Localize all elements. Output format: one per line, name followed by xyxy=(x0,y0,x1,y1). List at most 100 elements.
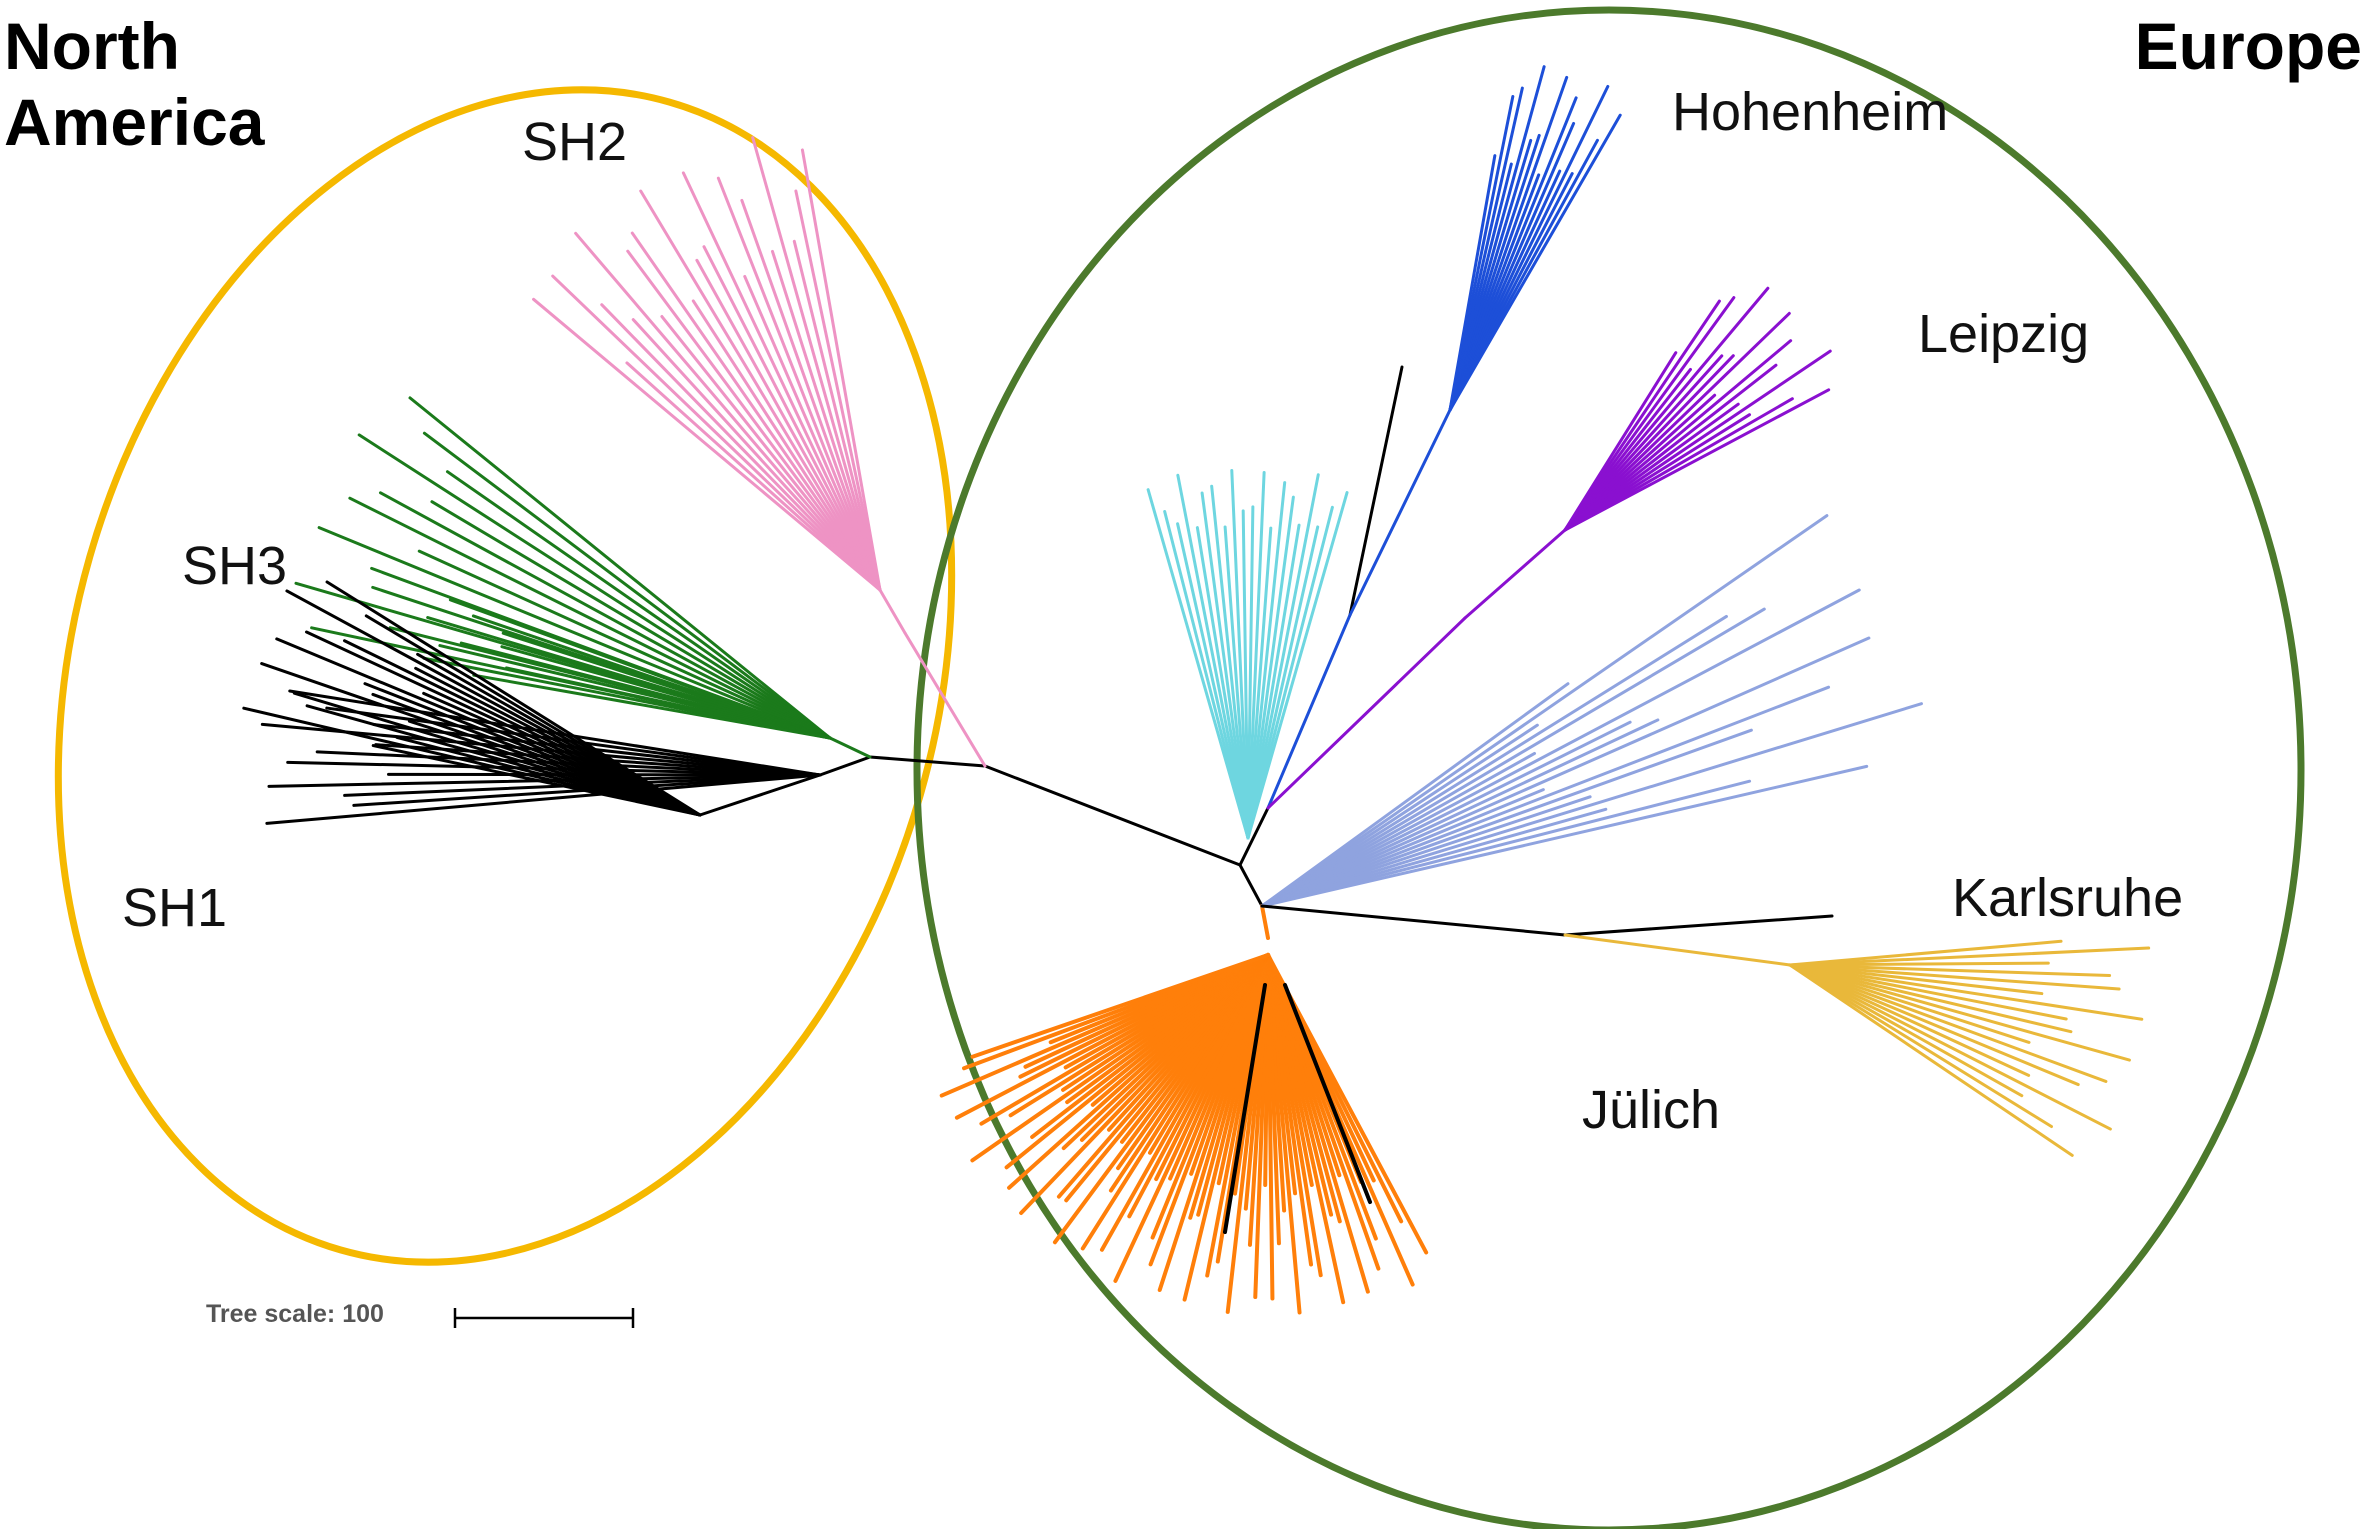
sh2-leaf-branch xyxy=(625,361,882,592)
backbone-branch xyxy=(1238,806,1270,867)
sh1-leaf-branch xyxy=(260,662,702,817)
clade-label-sh3: SH3 xyxy=(182,536,288,596)
unlabeled_cyan-leaf-branch xyxy=(1246,481,1287,840)
unlabeled_periwinkle-leaf-branch xyxy=(1260,720,1632,908)
tree-scale-label: Tree scale: 100 xyxy=(206,1300,384,1328)
clade-label-sh1: SH1 xyxy=(122,878,228,938)
tree-branches xyxy=(242,65,2151,1315)
sh3-leaf-branch xyxy=(408,396,832,740)
unlabeled_cyan-leaf-branch xyxy=(1195,526,1250,840)
sh3-leaf-branch xyxy=(357,433,832,740)
unlabeled_periwinkle-leaf-branch xyxy=(1260,685,1831,908)
sh2-leaf-branch xyxy=(660,315,882,592)
karlsruhe-leaf-branch xyxy=(1788,963,2044,996)
karlsruhe-leaf-branch xyxy=(1788,963,2053,1129)
unlabeled_periwinkle-leaf-branch xyxy=(1260,682,1570,908)
sh3-leaf-branch xyxy=(422,431,832,740)
hohenheim-leaf-branch xyxy=(1448,154,1497,412)
clade-label-karlsruhe: Karlsruhe xyxy=(1952,868,2184,928)
sh2-leaf-branch xyxy=(551,274,882,592)
clade-label-hohenheim: Hohenheim xyxy=(1672,82,1949,142)
karlsruhe-leaf-branch xyxy=(1788,963,2080,1087)
sh2-leaf-branch xyxy=(626,249,882,592)
sh2-leaf-branch xyxy=(794,189,882,592)
black-leaf-branch xyxy=(1563,914,1834,937)
hohenheim-stem-branch xyxy=(1348,408,1452,617)
sh3-leaf-branch xyxy=(445,470,832,740)
unlabeled_cyan-leaf-branch xyxy=(1246,495,1295,840)
sh2-leaf-branch xyxy=(574,231,882,592)
backbone-branch xyxy=(868,755,987,768)
karlsruhe-leaf-branch xyxy=(1788,963,2031,1044)
karlsruhe-leaf-branch xyxy=(1788,963,2073,1034)
karlsruhe-leaf-branch xyxy=(1788,963,2121,991)
unlabeled_periwinkle-leaf-branch xyxy=(1260,514,1829,908)
unlabeled_periwinkle-leaf-branch xyxy=(1260,636,1871,908)
karlsruhe-leaf-branch xyxy=(1788,946,2151,967)
sh1-leaf-branch xyxy=(242,706,702,817)
unlabeled_periwinkle-leaf-branch xyxy=(1260,728,1753,908)
karlsruhe-leaf-branch xyxy=(1788,963,2144,1021)
unlabeled_cyan-leaf-branch xyxy=(1210,484,1250,840)
karlsruhe-leaf-branch xyxy=(1788,939,2063,967)
black-leaf-branch xyxy=(1348,365,1404,617)
karlsruhe-leaf-branch xyxy=(1788,963,2068,1021)
sh2-leaf-branch xyxy=(630,231,882,592)
sh3-leaf-branch xyxy=(472,673,832,740)
unlabeled_cyan-leaf-branch xyxy=(1246,525,1320,840)
sh1-leaf-branch xyxy=(325,580,702,817)
sh1-leaf-branch xyxy=(265,773,822,825)
unlabeled_cyan-leaf-branch xyxy=(1223,525,1250,840)
leipzig-leaf-branch xyxy=(1563,351,1678,532)
sh1-sub-stem-branch xyxy=(698,773,822,817)
hohenheim-stem-branch xyxy=(1266,613,1352,810)
scale-bar xyxy=(453,1308,635,1328)
sh1-leaf-branch xyxy=(285,589,702,817)
unlabeled_cyan-leaf-branch xyxy=(1241,509,1250,840)
unlabeled_periwinkle-leaf-branch xyxy=(1260,764,1869,908)
sh2-leaf-branch xyxy=(716,176,882,592)
karlsruhe-leaf-branch xyxy=(1788,963,2108,1083)
sh2-leaf-branch xyxy=(800,148,882,592)
karlsruhe-leaf-branch xyxy=(1788,961,2050,967)
sh3-leaf-branch xyxy=(348,496,832,740)
sh2-leaf-branch xyxy=(532,297,882,592)
unlabeled_cyan-leaf-branch xyxy=(1163,509,1250,840)
sh1-stem-branch xyxy=(818,755,872,777)
leipzig-stem-branch xyxy=(1463,528,1567,620)
sh2-leaf-branch xyxy=(600,303,882,592)
leipzig-leaf-branch xyxy=(1563,388,1831,532)
unlabeled_cyan-leaf-branch xyxy=(1176,522,1250,840)
backbone-branch xyxy=(1238,863,1264,908)
sh2-leaf-branch xyxy=(702,245,882,592)
unlabeled_cyan-leaf-branch xyxy=(1246,523,1301,840)
sh1-leaf-branch xyxy=(371,744,702,817)
sh1-leaf-branch xyxy=(275,637,702,817)
unlabeled_cyan-leaf-branch xyxy=(1246,473,1320,840)
unlabeled_periwinkle-leaf-branch xyxy=(1260,718,1660,908)
sh2-leaf-branch xyxy=(792,239,882,592)
sh2-leaf-branch xyxy=(639,189,882,592)
unlabeled_cyan-leaf-branch xyxy=(1146,488,1250,840)
unlabeled_periwinkle-leaf-branch xyxy=(1260,588,1861,908)
sh2-leaf-branch xyxy=(743,274,882,592)
leipzig-leaf-branch xyxy=(1563,311,1791,532)
unlabeled_cyan-leaf-branch xyxy=(1246,526,1273,840)
leipzig-leaf-branch xyxy=(1563,286,1770,532)
karlsruhe-stem-branch xyxy=(1260,904,1567,937)
north-america-title: North America xyxy=(4,9,265,159)
sh3-leaf-branch xyxy=(317,526,832,740)
sh2-leaf-branch xyxy=(695,258,882,592)
sh2-leaf-branch xyxy=(691,299,882,592)
europe-region-ellipse xyxy=(913,6,2305,1534)
sh3-stem-branch xyxy=(828,736,872,759)
clade-label-sh2: SH2 xyxy=(522,112,628,172)
leipzig-stem-branch xyxy=(1266,616,1467,810)
sh2-stem-branch xyxy=(903,631,987,768)
unlabeled_periwinkle-leaf-branch xyxy=(1260,779,1752,908)
karlsruhe-leaf-branch xyxy=(1788,963,2112,1131)
unlabeled_cyan-leaf-branch xyxy=(1246,505,1255,840)
leipzig-leaf-branch xyxy=(1563,397,1794,532)
unlabeled_periwinkle-leaf-branch xyxy=(1260,702,1923,908)
